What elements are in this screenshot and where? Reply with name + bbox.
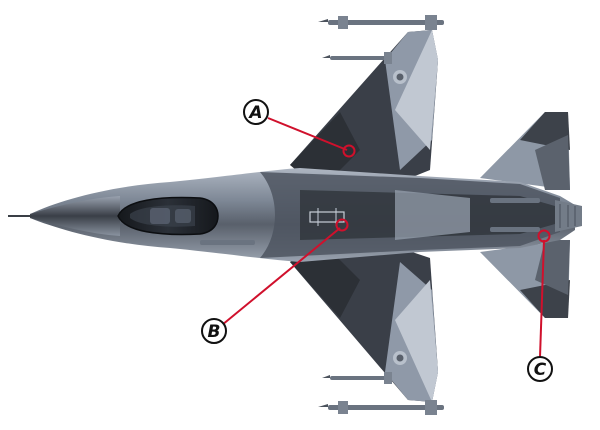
upper-wingtip-missile	[318, 15, 444, 30]
callout-label-b: B	[208, 322, 221, 342]
upper-stabilizer	[480, 112, 570, 190]
fuselage	[8, 168, 575, 262]
lower-pylon-missile	[322, 372, 392, 384]
lower-wingtip-missile	[318, 400, 444, 415]
callout-label-a: A	[247, 103, 262, 123]
roundel-icon	[393, 70, 407, 84]
callout-label-c: C	[534, 360, 547, 380]
canopy	[118, 198, 218, 235]
engine-nozzle	[555, 200, 582, 232]
upper-wing	[290, 30, 438, 190]
lower-stabilizer	[480, 240, 570, 318]
roundel-icon	[393, 351, 407, 365]
